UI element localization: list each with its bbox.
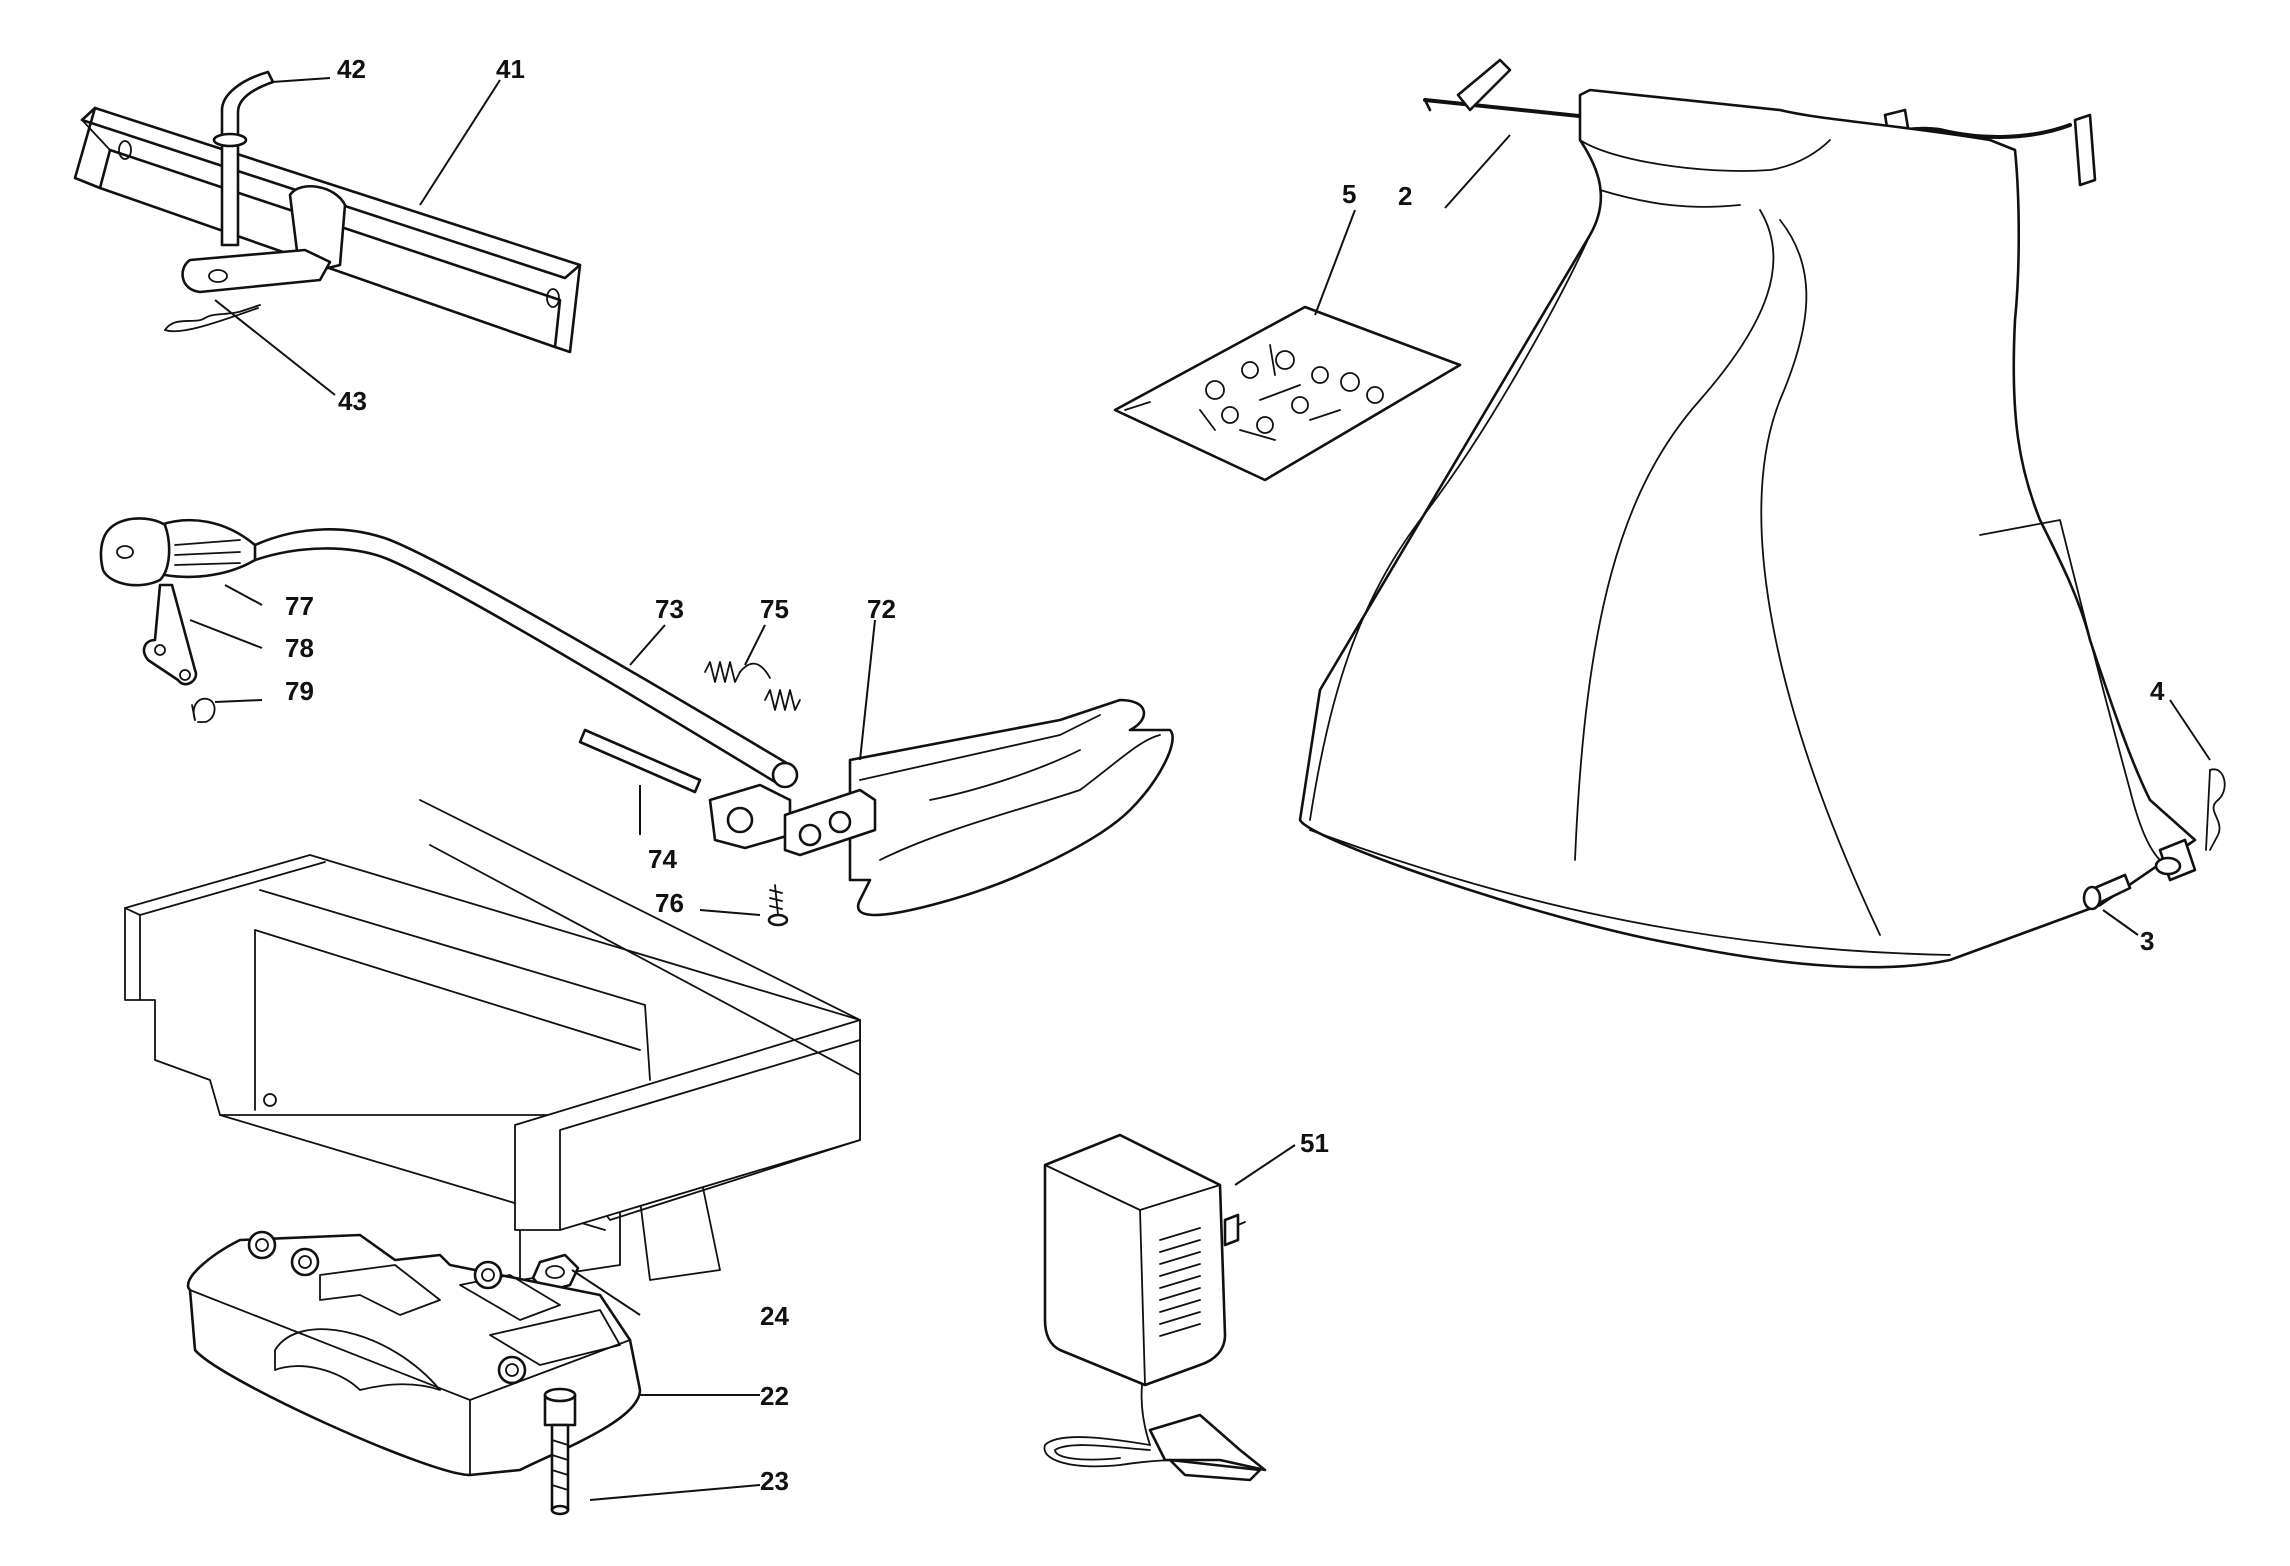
label-79: 79: [285, 676, 314, 706]
label-4: 4: [2150, 676, 2165, 706]
label-3: 3: [2140, 926, 2154, 956]
leader-lines: [189, 77, 2211, 1501]
counterweight: [186, 1230, 642, 1477]
label-74: 74: [648, 844, 677, 874]
label-78: 78: [285, 633, 314, 663]
hitch-pin: [212, 70, 275, 247]
shaft: [578, 728, 702, 794]
label-2: 2: [1398, 181, 1412, 211]
label-75: 75: [760, 594, 789, 624]
handle-grip: [99, 517, 257, 587]
lift-lever: [253, 528, 799, 789]
label-72: 72: [867, 594, 896, 624]
label-42: 42: [337, 54, 366, 84]
label-5: 5: [1342, 179, 1356, 209]
label-76: 76: [655, 888, 684, 918]
hardware-bag: [1113, 305, 1462, 482]
label-43: 43: [338, 386, 367, 416]
label-51: 51: [1300, 1128, 1329, 1158]
label-22: 22: [760, 1381, 789, 1411]
grass-bag: [1298, 88, 2197, 969]
bolt: [543, 1387, 577, 1516]
pedal-bracket: [708, 698, 1174, 917]
screw: [767, 884, 789, 927]
hook-clip: [191, 697, 216, 723]
link-plate: [142, 583, 198, 686]
label-41: 41: [496, 54, 525, 84]
label-24: 24: [760, 1301, 789, 1331]
part-labels: 42 41 43 5 2 4 3 77 78 79 73 75 72 74 76…: [285, 54, 2165, 1496]
bag-pin: [2082, 873, 2132, 911]
label-23: 23: [760, 1466, 789, 1496]
battery-charger: [1043, 1133, 1267, 1482]
hair-clip: [164, 304, 261, 333]
tractor-frame: [124, 799, 861, 1281]
r-clip: [2205, 768, 2226, 851]
label-77: 77: [285, 591, 314, 621]
springs: [704, 661, 801, 711]
label-73: 73: [655, 594, 684, 624]
tow-bar-rail: [73, 106, 582, 354]
